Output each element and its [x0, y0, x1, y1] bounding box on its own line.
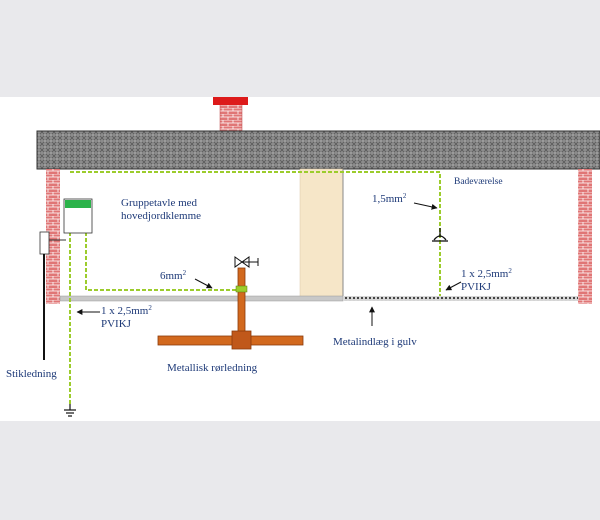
lamp-icon [432, 228, 448, 242]
label-metallisk-ror: Metallisk rørledning [167, 362, 258, 374]
floor [59, 295, 344, 302]
leader-arrows [76, 202, 462, 326]
earth-wires [69, 171, 441, 405]
arrow-icon [445, 281, 462, 291]
label-gruppetavle: Gruppetavle med hovedjordklemme [121, 197, 201, 223]
left-wall [46, 169, 60, 304]
roof [36, 130, 600, 170]
valve-icon [234, 256, 259, 268]
metal-pipe [157, 267, 304, 350]
ground-symbol-icon [64, 404, 76, 417]
metal-floor-insert [343, 296, 578, 301]
label-right-cable: 1 x 2,5mm2 PVIKJ [461, 267, 512, 294]
arrow-icon [194, 278, 213, 289]
label-wire-6mm: 6mm2 [160, 269, 187, 283]
label-wire-1-5mm: 1,5mm2 [372, 192, 407, 206]
label-left-cable: 1 x 2,5mm2 PVIKJ [101, 304, 152, 331]
earth-wire-6mm [85, 232, 242, 291]
distribution-board-icon [63, 198, 93, 234]
arrow-icon [413, 202, 438, 210]
label-badevaerelse: Badeværelse [454, 177, 503, 187]
right-wall [578, 169, 592, 304]
partition-wall [299, 168, 344, 300]
label-metalindlaeg: Metalindlæg i gulv [333, 336, 417, 348]
label-gruppetavle-line1: Gruppetavle med [121, 197, 198, 209]
label-gruppetavle-line2: hovedjordklemme [121, 210, 202, 222]
earth-wire-main [70, 171, 441, 296]
label-stikledning: Stikledning [6, 368, 57, 380]
service-cable [39, 231, 66, 360]
